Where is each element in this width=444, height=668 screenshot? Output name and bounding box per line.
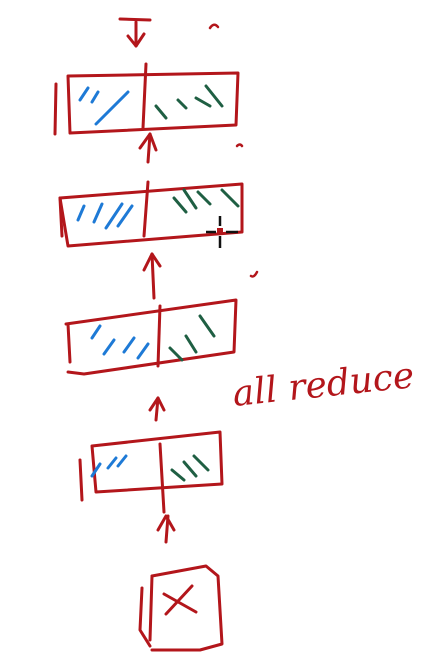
tensor-block-2 bbox=[58, 180, 244, 248]
tensor-block-4 bbox=[78, 430, 224, 514]
stray-marks bbox=[208, 23, 259, 278]
all-reduce-annotation: all reduce bbox=[231, 355, 416, 415]
tensor-block-3 bbox=[64, 298, 238, 376]
input-block-x bbox=[138, 564, 224, 652]
arrow-3-to-2 bbox=[142, 252, 162, 300]
arrow-4-to-3 bbox=[148, 396, 166, 422]
top-label: T bbox=[118, 17, 152, 48]
all-reduce-text: all reduce bbox=[231, 355, 416, 415]
arrow-x-to-4 bbox=[156, 514, 176, 544]
tensor-block-1 bbox=[53, 62, 240, 136]
arrow-2-to-1 bbox=[138, 132, 158, 164]
crosshair-cursor-icon bbox=[206, 216, 238, 248]
